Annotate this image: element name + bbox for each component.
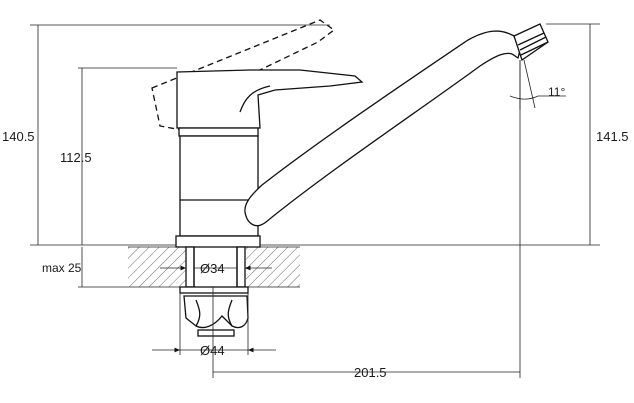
dim-spout-angle: 11° [548,85,565,99]
dimension-lines [30,23,600,378]
dim-handle-height: 112.5 [60,150,92,165]
dim-total-height-left: 140.5 [2,129,35,144]
countertop [128,246,300,288]
faucet-body [175,23,549,248]
dim-shank-diameter: Ø34 [200,261,225,276]
dim-spout-reach: 201.5 [354,365,387,380]
mounting-shank [179,246,249,337]
dim-nut-diameter: Ø44 [200,343,225,358]
dim-max-counter-thickness: max 25 [42,261,82,275]
dim-total-height-right: 141.5 [596,129,629,144]
